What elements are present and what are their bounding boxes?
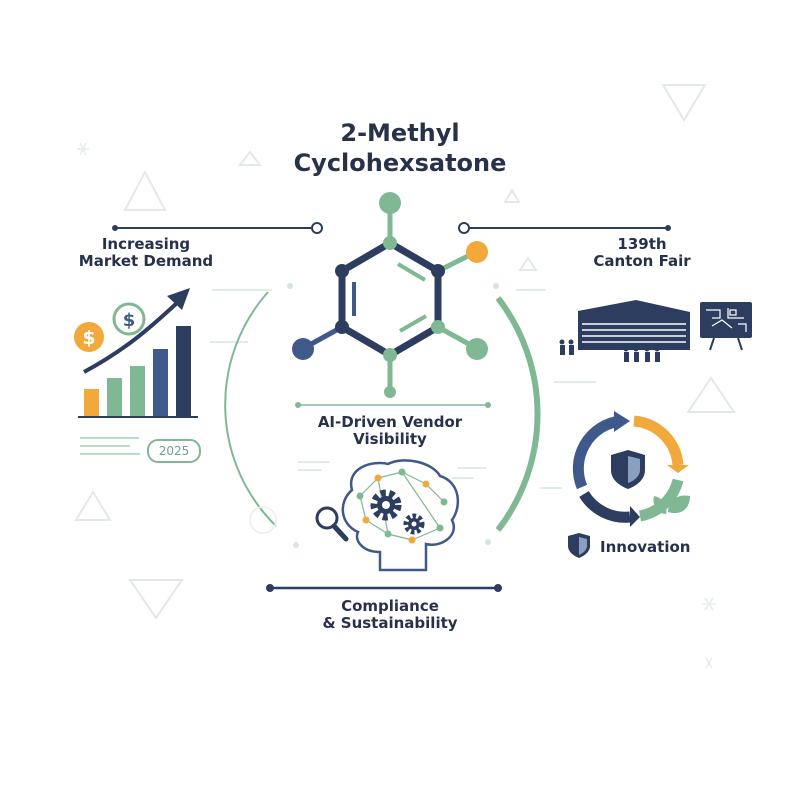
cycle-arrows-icon — [572, 411, 689, 527]
ai-vendor-label: AI-Driven Vendor Visibility — [300, 414, 480, 448]
page-title: 2-Methyl Cyclohexsatone — [240, 118, 560, 178]
innovation-label: Innovation — [600, 538, 691, 556]
decorative-stars — [77, 142, 716, 669]
ai-label-line-2: Visibility — [353, 430, 427, 448]
compliance-label: Compliance & Sustainability — [300, 598, 480, 632]
bar-chart-growth-icon — [78, 288, 198, 418]
year-badge: 2025 — [147, 439, 201, 463]
floor-plan-board-icon — [700, 302, 752, 351]
leaf-icon — [653, 495, 690, 514]
title-line-1: 2-Methyl — [340, 119, 460, 147]
canton-fair-label: 139th Canton Fair — [572, 236, 712, 270]
magnifier-icon — [315, 506, 349, 542]
title-line-2: Cyclohexsatone — [293, 149, 507, 177]
decorative-triangles — [74, 84, 736, 620]
hexagon-molecule-icon — [292, 192, 488, 398]
fair-label-line-1: 139th — [617, 235, 667, 253]
building-icon — [559, 300, 690, 362]
left-arc — [224, 291, 277, 527]
market-label-line-2: Market Demand — [78, 252, 214, 270]
svg-text:$: $ — [82, 327, 95, 349]
connector-lines — [112, 222, 671, 592]
gear-icon — [370, 489, 425, 535]
brain-network-icon — [341, 459, 460, 572]
compliance-label-line-2: & Sustainability — [322, 614, 458, 632]
right-arc — [495, 296, 541, 532]
decorative-text-lines — [80, 437, 140, 455]
svg-text:$: $ — [123, 310, 136, 331]
dollar-coin-icon: $ $ — [74, 302, 146, 352]
compliance-label-line-1: Compliance — [341, 597, 439, 615]
market-demand-label: Increasing Market Demand — [68, 236, 224, 270]
ai-label-line-1: AI-Driven Vendor — [317, 413, 463, 431]
fair-label-line-2: Canton Fair — [593, 252, 691, 270]
market-label-line-1: Increasing — [101, 235, 191, 253]
shield-icon — [568, 450, 645, 558]
